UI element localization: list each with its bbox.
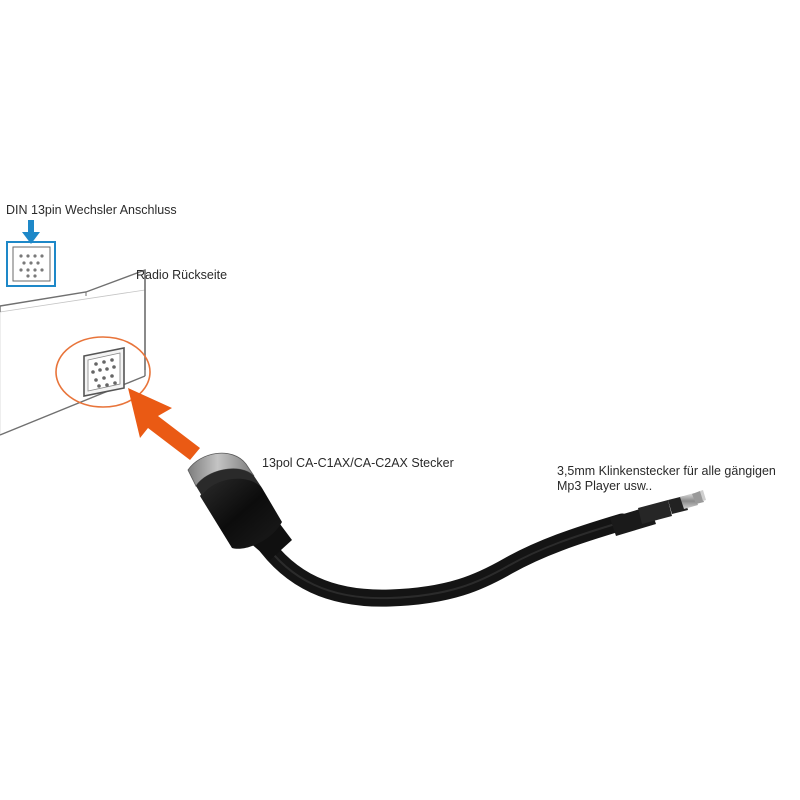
jack-label-line1: 3,5mm Klinkenstecker für alle gängigen xyxy=(557,464,776,478)
radio-back-label: Radio Rückseite xyxy=(136,268,228,282)
blue-down-arrow-icon xyxy=(22,220,40,244)
din-plug xyxy=(187,452,292,560)
highlight-circle xyxy=(55,336,151,408)
din-13pin-socket-icon xyxy=(6,241,56,287)
cable xyxy=(253,513,631,607)
jack-plug xyxy=(610,490,706,536)
orange-insert-arrow-icon xyxy=(128,388,200,460)
jack-label-line2: Mp3 Player usw.. xyxy=(557,479,653,493)
socket-pins xyxy=(91,358,117,388)
plug-label: 13pol CA-C1AX/CA-C2AX Stecker xyxy=(262,456,454,470)
din-port-label: DIN 13pin Wechsler Anschluss xyxy=(6,203,177,217)
radio-din-socket xyxy=(55,336,151,408)
